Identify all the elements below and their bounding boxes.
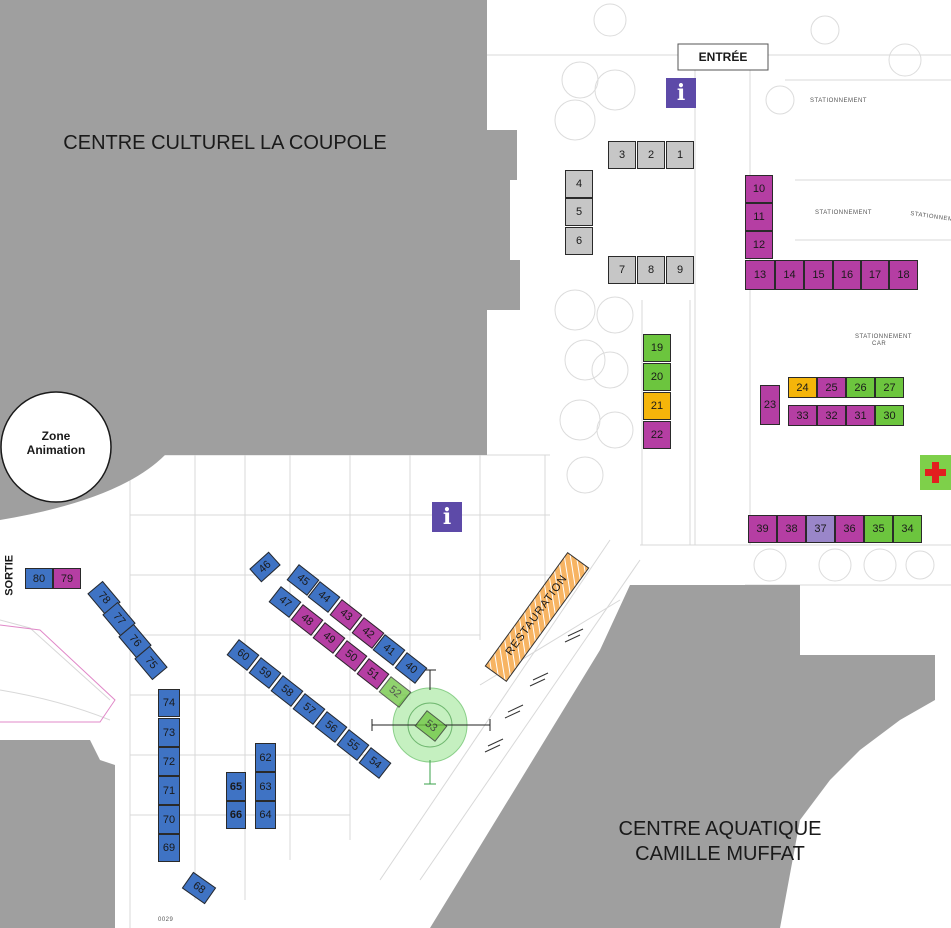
stand-38[interactable]: 38 <box>777 515 806 543</box>
stand-35[interactable]: 35 <box>864 515 893 543</box>
bus-parking-label-2: CAR <box>872 341 887 347</box>
parking-label-2: STATIONNEMENT <box>815 210 872 216</box>
stand-13[interactable]: 13 <box>745 260 775 290</box>
stand-9[interactable]: 9 <box>666 256 694 284</box>
stand-27[interactable]: 27 <box>875 377 904 398</box>
stand-31[interactable]: 31 <box>846 405 875 426</box>
stand-74[interactable]: 74 <box>158 689 180 717</box>
info-point-icon[interactable]: i <box>666 78 696 108</box>
stand-30[interactable]: 30 <box>875 405 904 426</box>
parking-label-1: STATIONNEMENT <box>810 98 867 104</box>
stand-80[interactable]: 80 <box>25 568 53 589</box>
stand-36[interactable]: 36 <box>835 515 864 543</box>
stand-11[interactable]: 11 <box>745 203 773 231</box>
stand-73[interactable]: 73 <box>158 718 180 747</box>
stand-25[interactable]: 25 <box>817 377 846 398</box>
stand-1[interactable]: 1 <box>666 141 694 169</box>
zone-animation-label: Zone Animation <box>26 429 86 457</box>
stand-10[interactable]: 10 <box>745 175 773 203</box>
entrance-label: ENTRÉE <box>698 50 748 64</box>
stand-12[interactable]: 12 <box>745 231 773 259</box>
stand-63[interactable]: 63 <box>255 772 276 801</box>
stand-23[interactable]: 23 <box>760 385 780 425</box>
stand-79[interactable]: 79 <box>53 568 81 589</box>
stand-66[interactable]: 66 <box>226 801 246 829</box>
map-code-label: 0029 <box>158 917 174 923</box>
stand-17[interactable]: 17 <box>861 260 889 290</box>
centre-culturel-label: CENTRE CULTUREL LA COUPOLE <box>63 132 387 154</box>
stand-5[interactable]: 5 <box>565 198 593 226</box>
stand-37[interactable]: 37 <box>806 515 835 543</box>
stand-20[interactable]: 20 <box>643 363 671 391</box>
stand-34[interactable]: 34 <box>893 515 922 543</box>
stand-71[interactable]: 71 <box>158 776 180 805</box>
stand-3[interactable]: 3 <box>608 141 636 169</box>
centre-aquatique-label-line1: CENTRE AQUATIQUE <box>618 818 822 840</box>
stand-72[interactable]: 72 <box>158 747 180 776</box>
stand-24[interactable]: 24 <box>788 377 817 398</box>
centre-aquatique-label-line2: CAMILLE MUFFAT <box>635 843 805 865</box>
stand-62[interactable]: 62 <box>255 743 276 772</box>
stand-16[interactable]: 16 <box>833 260 861 290</box>
stand-19[interactable]: 19 <box>643 334 671 362</box>
stand-2[interactable]: 2 <box>637 141 665 169</box>
stand-18[interactable]: 18 <box>889 260 918 290</box>
stand-70[interactable]: 70 <box>158 805 180 834</box>
stand-7[interactable]: 7 <box>608 256 636 284</box>
stand-4[interactable]: 4 <box>565 170 593 198</box>
stand-14[interactable]: 14 <box>775 260 804 290</box>
stand-8[interactable]: 8 <box>637 256 665 284</box>
stand-32[interactable]: 32 <box>817 405 846 426</box>
info-point-icon[interactable]: i <box>432 502 462 532</box>
first-aid-cross-icon[interactable] <box>920 455 951 490</box>
stand-69[interactable]: 69 <box>158 834 180 862</box>
stand-22[interactable]: 22 <box>643 421 671 449</box>
stand-6[interactable]: 6 <box>565 227 593 255</box>
stand-64[interactable]: 64 <box>255 801 276 829</box>
stand-65[interactable]: 65 <box>226 772 246 801</box>
stand-15[interactable]: 15 <box>804 260 833 290</box>
exit-label: SORTIE <box>3 554 16 596</box>
stand-39[interactable]: 39 <box>748 515 777 543</box>
bus-parking-label-1: STATIONNEMENT <box>855 334 912 340</box>
stand-26[interactable]: 26 <box>846 377 875 398</box>
stand-21[interactable]: 21 <box>643 392 671 420</box>
stand-33[interactable]: 33 <box>788 405 817 426</box>
